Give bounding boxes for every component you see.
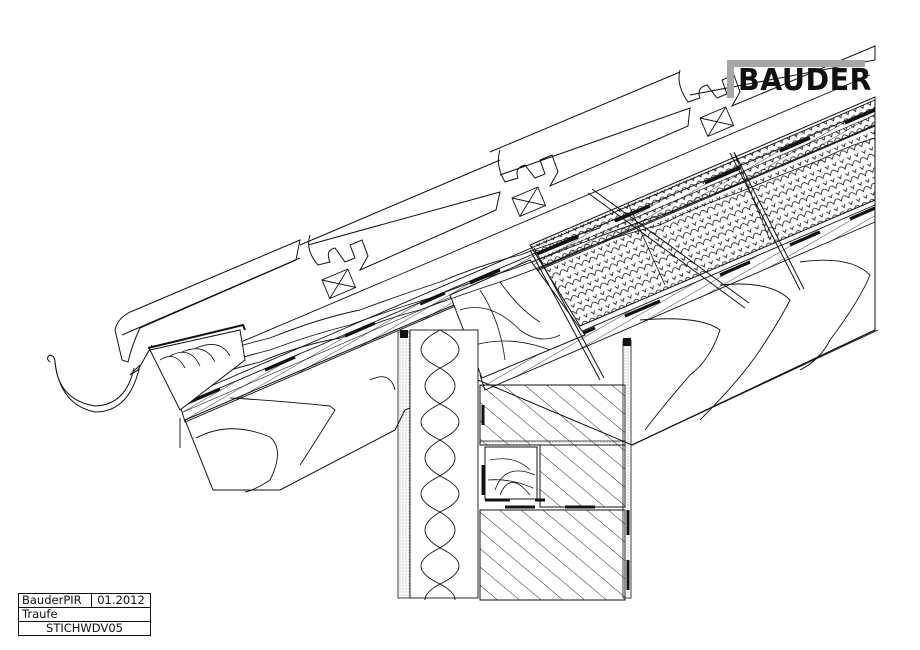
wall-insulation	[397, 329, 479, 600]
drawing-date: 01.2012	[97, 593, 145, 607]
ceiling-line	[631, 329, 879, 446]
masonry-wall	[479, 338, 632, 601]
fastening-screws	[529, 151, 805, 381]
title-block-row-1: BauderPIR 01.2012	[19, 594, 150, 608]
eaves-board	[147, 323, 246, 411]
bauder-logo: BAUDER	[727, 60, 872, 98]
logo-bar-top	[727, 60, 865, 67]
counter-battens	[174, 74, 876, 399]
title-block-row-2: Traufe	[19, 608, 150, 622]
roof-tiles	[114, 45, 876, 363]
detail-name: Traufe	[22, 607, 58, 621]
wall-membrane	[481, 405, 630, 590]
wall-plate	[484, 446, 538, 500]
title-block: BauderPIR 01.2012 Traufe STICHWDV05	[18, 593, 151, 636]
roof-gutter	[47, 344, 181, 448]
logo-bar-left	[727, 60, 734, 98]
product-name: BauderPIR	[19, 594, 92, 607]
title-block-row-3: STICHWDV05	[19, 622, 150, 635]
drawing-id: STICHWDV05	[46, 621, 123, 635]
tile-battens	[321, 106, 735, 300]
logo-text: BAUDER	[738, 63, 872, 98]
